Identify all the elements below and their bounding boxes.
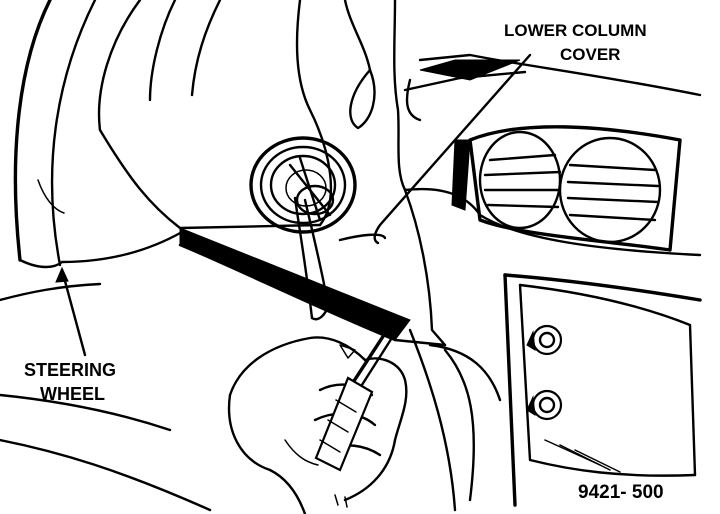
steering-column-shroud [60,0,407,264]
label-lower-column-cover-line1: LOWER COLUMN [504,21,647,40]
ignition-lock-cylinder [249,136,357,234]
label-steering-wheel-line2: WHEEL [40,384,105,404]
screwdriver [314,316,404,472]
air-vent [451,125,682,252]
steering-wheel [0,0,222,512]
figure-number: 9421- 500 [578,482,664,503]
leader-steering-wheel [60,268,87,357]
leader-lines [55,53,532,357]
radio-knob-lower [526,389,563,421]
instrument-panel [403,53,702,512]
leader-lower-column-cover [373,53,532,245]
lower-column-cover [178,188,447,347]
hand-with-screwdriver [227,316,408,514]
label-lower-column-cover-line2: COVER [560,45,620,64]
radio-panel [503,273,702,507]
label-steering-wheel-line1: STEERING [24,360,116,380]
radio-knob-upper [526,324,563,356]
